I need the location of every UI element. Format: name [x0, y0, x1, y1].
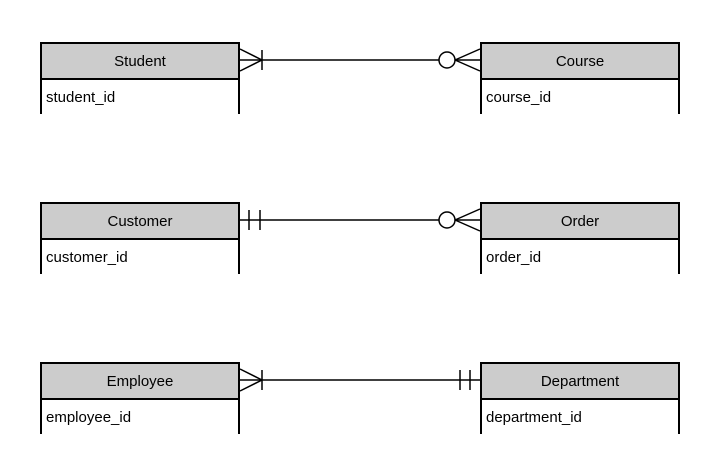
zero-circle-icon [438, 51, 456, 69]
exactly-one-bars-icon [248, 210, 261, 230]
entity-course: Course course_id [480, 42, 680, 114]
relationship-student-course [239, 48, 481, 72]
entity-order: Order order_id [480, 202, 680, 274]
entity-course-attribute-row: course_id [482, 80, 678, 114]
entity-order-attribute-row: order_id [482, 240, 678, 274]
entity-student-header: Student [42, 44, 238, 80]
entity-customer-attribute-row: customer_id [42, 240, 238, 274]
attribute-label: course_id [486, 88, 552, 106]
entity-department-header: Department [482, 364, 678, 400]
exactly-one-bars-icon [459, 370, 471, 390]
relationship-employee-department [239, 368, 480, 392]
attribute-label: employee_id [46, 408, 132, 426]
entity-name: Course [555, 52, 605, 70]
entity-student: Student student_id [40, 42, 240, 114]
zero-circle-icon [438, 211, 456, 229]
attribute-label: order_id [486, 248, 542, 266]
entity-name: Order [560, 212, 600, 230]
crows-foot-many-icon [239, 368, 263, 392]
entity-customer-header: Customer [42, 204, 238, 240]
entity-student-attribute-row: student_id [42, 80, 238, 114]
attribute-label: student_id [46, 88, 116, 106]
crows-foot-many-icon [239, 48, 263, 72]
entity-course-header: Course [482, 44, 678, 80]
entity-department: Department department_id [480, 362, 680, 434]
entity-name: Student [114, 52, 166, 70]
relationship-customer-order [240, 208, 481, 232]
entity-employee-attribute-row: employee_id [42, 400, 238, 434]
entity-name: Department [540, 372, 620, 390]
entity-order-header: Order [482, 204, 678, 240]
crows-foot-many-icon [454, 48, 481, 72]
crows-foot-many-icon [454, 208, 481, 232]
entity-employee: Employee employee_id [40, 362, 240, 434]
entity-customer: Customer customer_id [40, 202, 240, 274]
entity-department-attribute-row: department_id [482, 400, 678, 434]
entity-name: Customer [107, 212, 173, 230]
entity-employee-header: Employee [42, 364, 238, 400]
attribute-label: department_id [486, 408, 582, 426]
attribute-label: customer_id [46, 248, 128, 266]
entity-name: Employee [106, 372, 174, 390]
